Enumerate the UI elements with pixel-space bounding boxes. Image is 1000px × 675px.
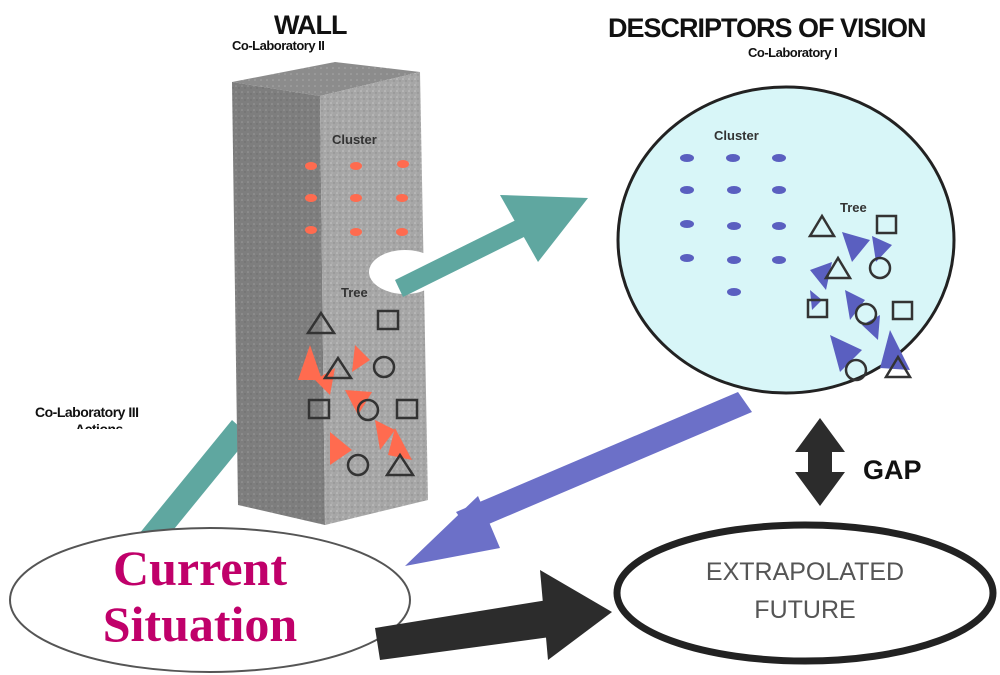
cluster-dot bbox=[727, 256, 741, 264]
extrapolated-future-ellipse bbox=[613, 521, 997, 665]
wall-cluster-dots bbox=[305, 160, 409, 236]
triangle-icon bbox=[823, 255, 853, 280]
cluster-dot bbox=[396, 194, 408, 202]
square-icon bbox=[891, 300, 914, 321]
wall-cluster-label: Cluster bbox=[332, 132, 377, 147]
gap-double-arrow bbox=[795, 418, 845, 506]
triangle-icon bbox=[384, 452, 416, 477]
current-line2: Situation bbox=[102, 596, 298, 652]
teal-arrow-vision bbox=[395, 195, 588, 297]
cluster-dot bbox=[772, 186, 786, 194]
circle-icon bbox=[868, 256, 892, 280]
square-icon bbox=[806, 298, 829, 319]
current-situation-text: Current Situation bbox=[30, 540, 370, 652]
circle-icon bbox=[844, 358, 868, 382]
square-icon bbox=[307, 398, 331, 420]
cluster-dot bbox=[727, 288, 741, 296]
wall-prism bbox=[232, 62, 428, 525]
vision-subtitle: Co-Laboratory I bbox=[748, 45, 838, 60]
wall-subtitle: Co-Laboratory II bbox=[232, 38, 325, 53]
cluster-dot bbox=[726, 154, 740, 162]
actions-label-line2: Actions bbox=[75, 421, 123, 429]
actions-label: Co-Laboratory III bbox=[35, 404, 139, 420]
cluster-dot bbox=[772, 154, 786, 162]
future-line1: EXTRAPOLATED bbox=[705, 558, 905, 586]
vision-title: DESCRIPTORS OF VISION bbox=[608, 13, 927, 43]
cluster-dot bbox=[396, 228, 408, 236]
square-icon bbox=[875, 214, 898, 235]
vision-tree-label: Tree bbox=[840, 200, 867, 215]
vision-cluster-label: Cluster bbox=[714, 128, 759, 143]
cluster-dot bbox=[772, 256, 786, 264]
triangle-icon bbox=[883, 354, 913, 379]
cluster-dot bbox=[350, 228, 362, 236]
wall-tree-label: Tree bbox=[341, 285, 368, 300]
cluster-dot bbox=[680, 186, 694, 194]
square-icon bbox=[376, 309, 400, 331]
triangle-icon bbox=[305, 310, 337, 335]
cluster-dot bbox=[727, 222, 741, 230]
future-line2: FUTURE bbox=[754, 596, 856, 624]
cluster-dot bbox=[350, 162, 362, 170]
cluster-dot bbox=[680, 220, 694, 228]
circle-icon bbox=[346, 453, 370, 477]
circle-icon bbox=[372, 355, 396, 379]
triangle-icon bbox=[807, 213, 837, 238]
square-icon bbox=[395, 398, 419, 420]
blue-arrow-feedback bbox=[405, 392, 752, 566]
cluster-dot bbox=[727, 186, 741, 194]
gap-label: GAP bbox=[863, 455, 922, 485]
cluster-dot bbox=[305, 162, 317, 170]
vision-tree bbox=[806, 213, 914, 382]
cluster-dot bbox=[772, 222, 786, 230]
circle-icon bbox=[854, 302, 878, 326]
cluster-dot bbox=[305, 226, 317, 234]
cluster-dot bbox=[397, 160, 409, 168]
cluster-dot bbox=[305, 194, 317, 202]
triangle-icon bbox=[322, 355, 354, 380]
cluster-dot bbox=[680, 254, 694, 262]
wall-title: WALL bbox=[274, 10, 347, 40]
current-situation-ellipse bbox=[9, 527, 411, 673]
vision-cluster-dots bbox=[680, 154, 786, 296]
circle-icon bbox=[356, 398, 380, 422]
dark-arrow-forward bbox=[375, 570, 612, 660]
teal-arrow-actions bbox=[130, 420, 250, 561]
wall-tree bbox=[298, 309, 419, 477]
extrapolated-future-text: EXTRAPOLATED FUTURE bbox=[640, 553, 970, 629]
cluster-dot bbox=[350, 194, 362, 202]
current-line1: Current bbox=[112, 540, 288, 596]
cluster-dot bbox=[680, 154, 694, 162]
vision-ellipse bbox=[616, 85, 956, 395]
